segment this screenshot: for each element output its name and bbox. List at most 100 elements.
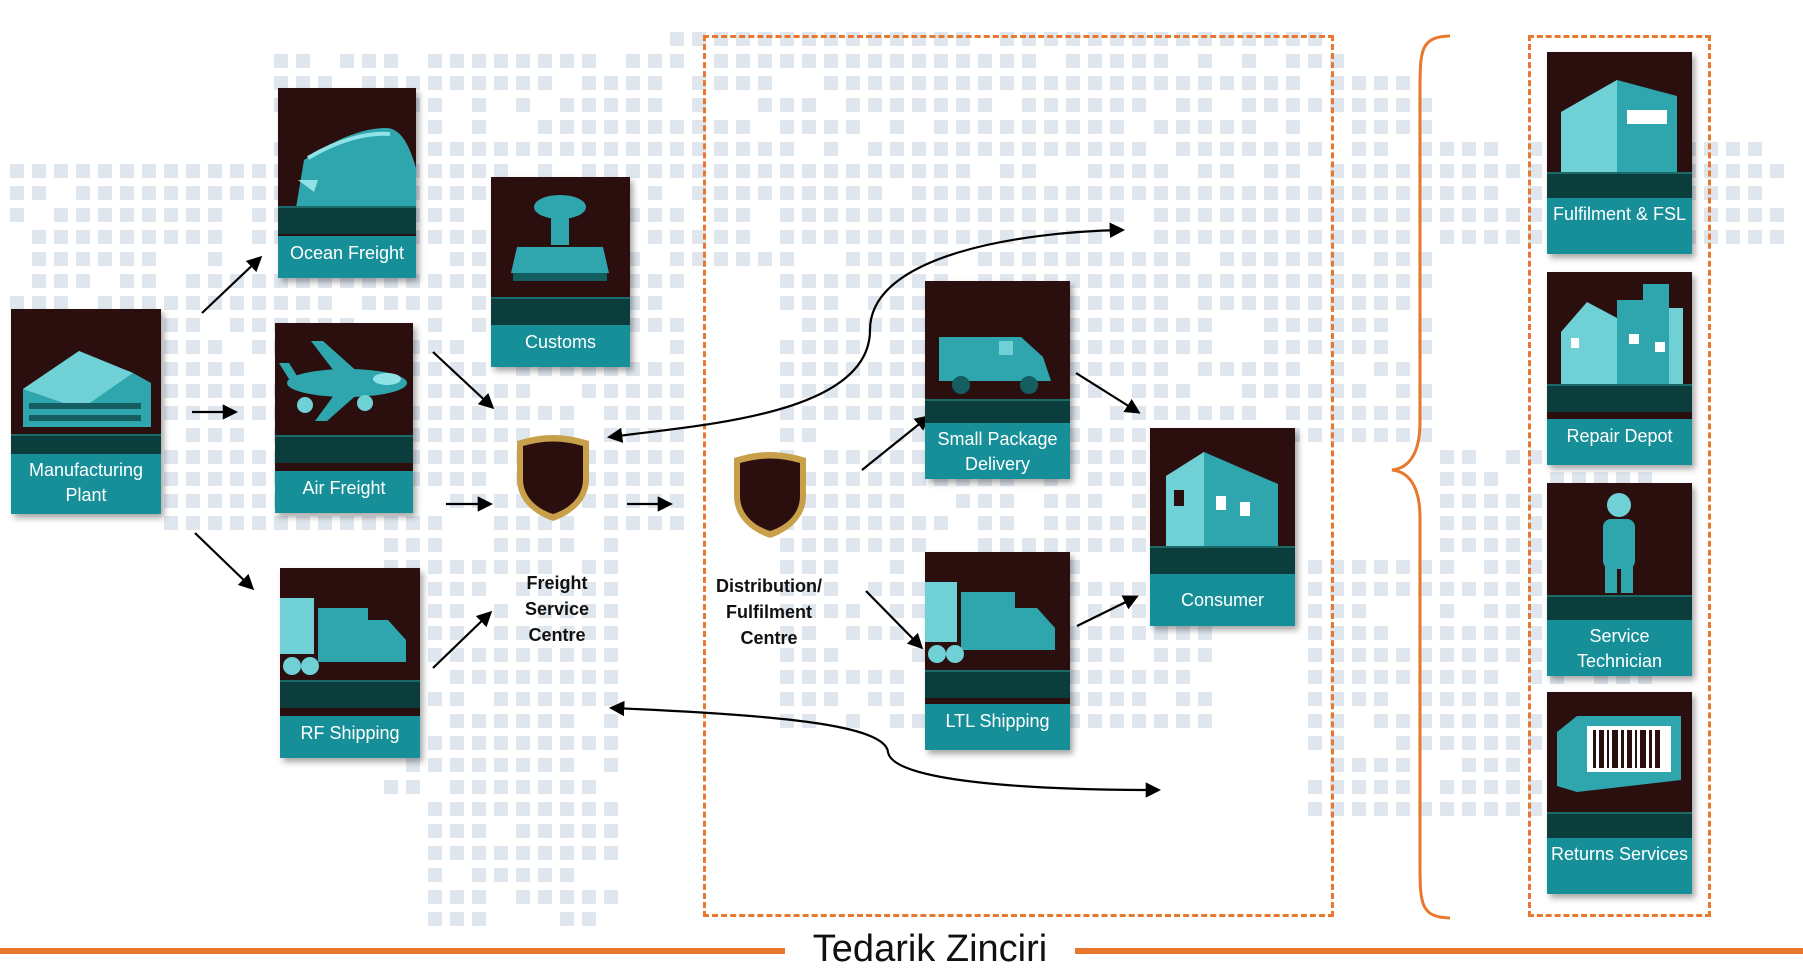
map-dot: [472, 98, 486, 112]
map-dot: [648, 142, 662, 156]
map-dot: [1308, 714, 1322, 728]
map-dot: [1374, 670, 1388, 684]
map-dot: [846, 626, 860, 640]
map-dot: [428, 912, 442, 926]
service-label-fulfilment: Fulfilment & FSL: [1547, 198, 1692, 254]
map-dot: [846, 208, 860, 222]
map-dot: [1440, 736, 1454, 750]
service-card-fulfilment[interactable]: Fulfilment & FSL: [1547, 52, 1692, 254]
map-dot: [318, 76, 332, 90]
ocean-freight-card[interactable]: Ocean Freight: [278, 88, 416, 278]
small-package-delivery-card[interactable]: Small Package Delivery: [925, 281, 1070, 479]
ltl-shipping-card[interactable]: LTL Shipping: [925, 552, 1070, 750]
map-dot: [76, 230, 90, 244]
map-dot: [648, 274, 662, 288]
map-dot: [1308, 736, 1322, 750]
map-dot: [164, 472, 178, 486]
map-dot: [252, 472, 266, 486]
map-dot: [604, 692, 618, 706]
air-freight-card[interactable]: Air Freight: [275, 323, 413, 513]
map-dot: [1088, 186, 1102, 200]
map-dot: [538, 846, 552, 860]
map-dot: [670, 318, 684, 332]
map-dot: [1374, 164, 1388, 178]
map-dot: [1352, 692, 1366, 706]
map-dot: [868, 472, 882, 486]
map-dot: [1000, 538, 1014, 552]
map-dot: [1132, 252, 1146, 266]
map-dot: [516, 384, 530, 398]
map-dot: [868, 516, 882, 530]
map-dot: [1264, 384, 1278, 398]
map-dot: [252, 516, 266, 530]
map-dot: [956, 98, 970, 112]
map-dot: [670, 340, 684, 354]
map-dot: [1396, 186, 1410, 200]
map-dot: [758, 54, 772, 68]
service-card-returns-services[interactable]: Returns Services: [1547, 692, 1692, 894]
map-dot: [1088, 450, 1102, 464]
map-dot: [516, 142, 530, 156]
manufacturing-plant-card[interactable]: Manufacturing Plant: [11, 309, 161, 514]
map-dot: [626, 450, 640, 464]
map-dot: [10, 296, 24, 310]
map-dot: [1264, 318, 1278, 332]
map-dot: [780, 648, 794, 662]
map-dot: [1176, 120, 1190, 134]
map-dot: [1154, 670, 1168, 684]
map-dot: [450, 802, 464, 816]
consumer-card[interactable]: Consumer: [1150, 428, 1295, 626]
map-dot: [472, 296, 486, 310]
map-dot: [824, 164, 838, 178]
map-dot: [1484, 626, 1498, 640]
map-dot: [1242, 252, 1256, 266]
map-dot: [582, 846, 596, 860]
rf-shipping-card[interactable]: RF Shipping: [280, 568, 420, 758]
map-dot: [802, 626, 816, 640]
map-dot: [912, 472, 926, 486]
service-card-service-technician[interactable]: Service Technician: [1547, 483, 1692, 676]
map-dot: [472, 780, 486, 794]
map-dot: [1286, 340, 1300, 354]
map-dot: [1352, 670, 1366, 684]
map-dot: [978, 120, 992, 134]
map-dot: [1374, 692, 1388, 706]
person-icon: [1603, 493, 1635, 593]
map-dot: [428, 538, 442, 552]
map-dot: [714, 76, 728, 90]
map-dot: [1198, 208, 1212, 222]
map-dot: [758, 98, 772, 112]
customs-card[interactable]: Customs: [491, 177, 630, 367]
map-dot: [1264, 76, 1278, 90]
map-dot: [1396, 428, 1410, 442]
map-dot: [912, 142, 926, 156]
service-card-repair-depot[interactable]: Repair Depot: [1547, 272, 1692, 465]
map-dot: [648, 406, 662, 420]
small-package-delivery-label: Small Package Delivery: [925, 423, 1070, 479]
map-dot: [142, 208, 156, 222]
warehouse-icon: [1561, 80, 1677, 172]
map-dot: [54, 252, 68, 266]
map-dot: [1198, 648, 1212, 662]
map-dot: [1396, 384, 1410, 398]
map-dot: [1286, 164, 1300, 178]
map-dot: [780, 142, 794, 156]
map-dot: [1066, 120, 1080, 134]
map-dot: [1528, 142, 1542, 156]
map-dot: [1396, 670, 1410, 684]
map-dot: [1242, 274, 1256, 288]
map-dot: [1066, 516, 1080, 530]
map-dot: [868, 142, 882, 156]
map-dot: [1044, 142, 1058, 156]
map-dot: [274, 54, 288, 68]
map-dot: [428, 76, 442, 90]
map-dot: [1308, 692, 1322, 706]
map-dot: [516, 670, 530, 684]
map-dot: [560, 538, 574, 552]
map-dot: [428, 758, 442, 772]
map-dot: [1374, 340, 1388, 354]
map-dot: [1220, 406, 1234, 420]
map-dot: [76, 252, 90, 266]
map-dot: [1154, 164, 1168, 178]
map-dot: [1396, 230, 1410, 244]
